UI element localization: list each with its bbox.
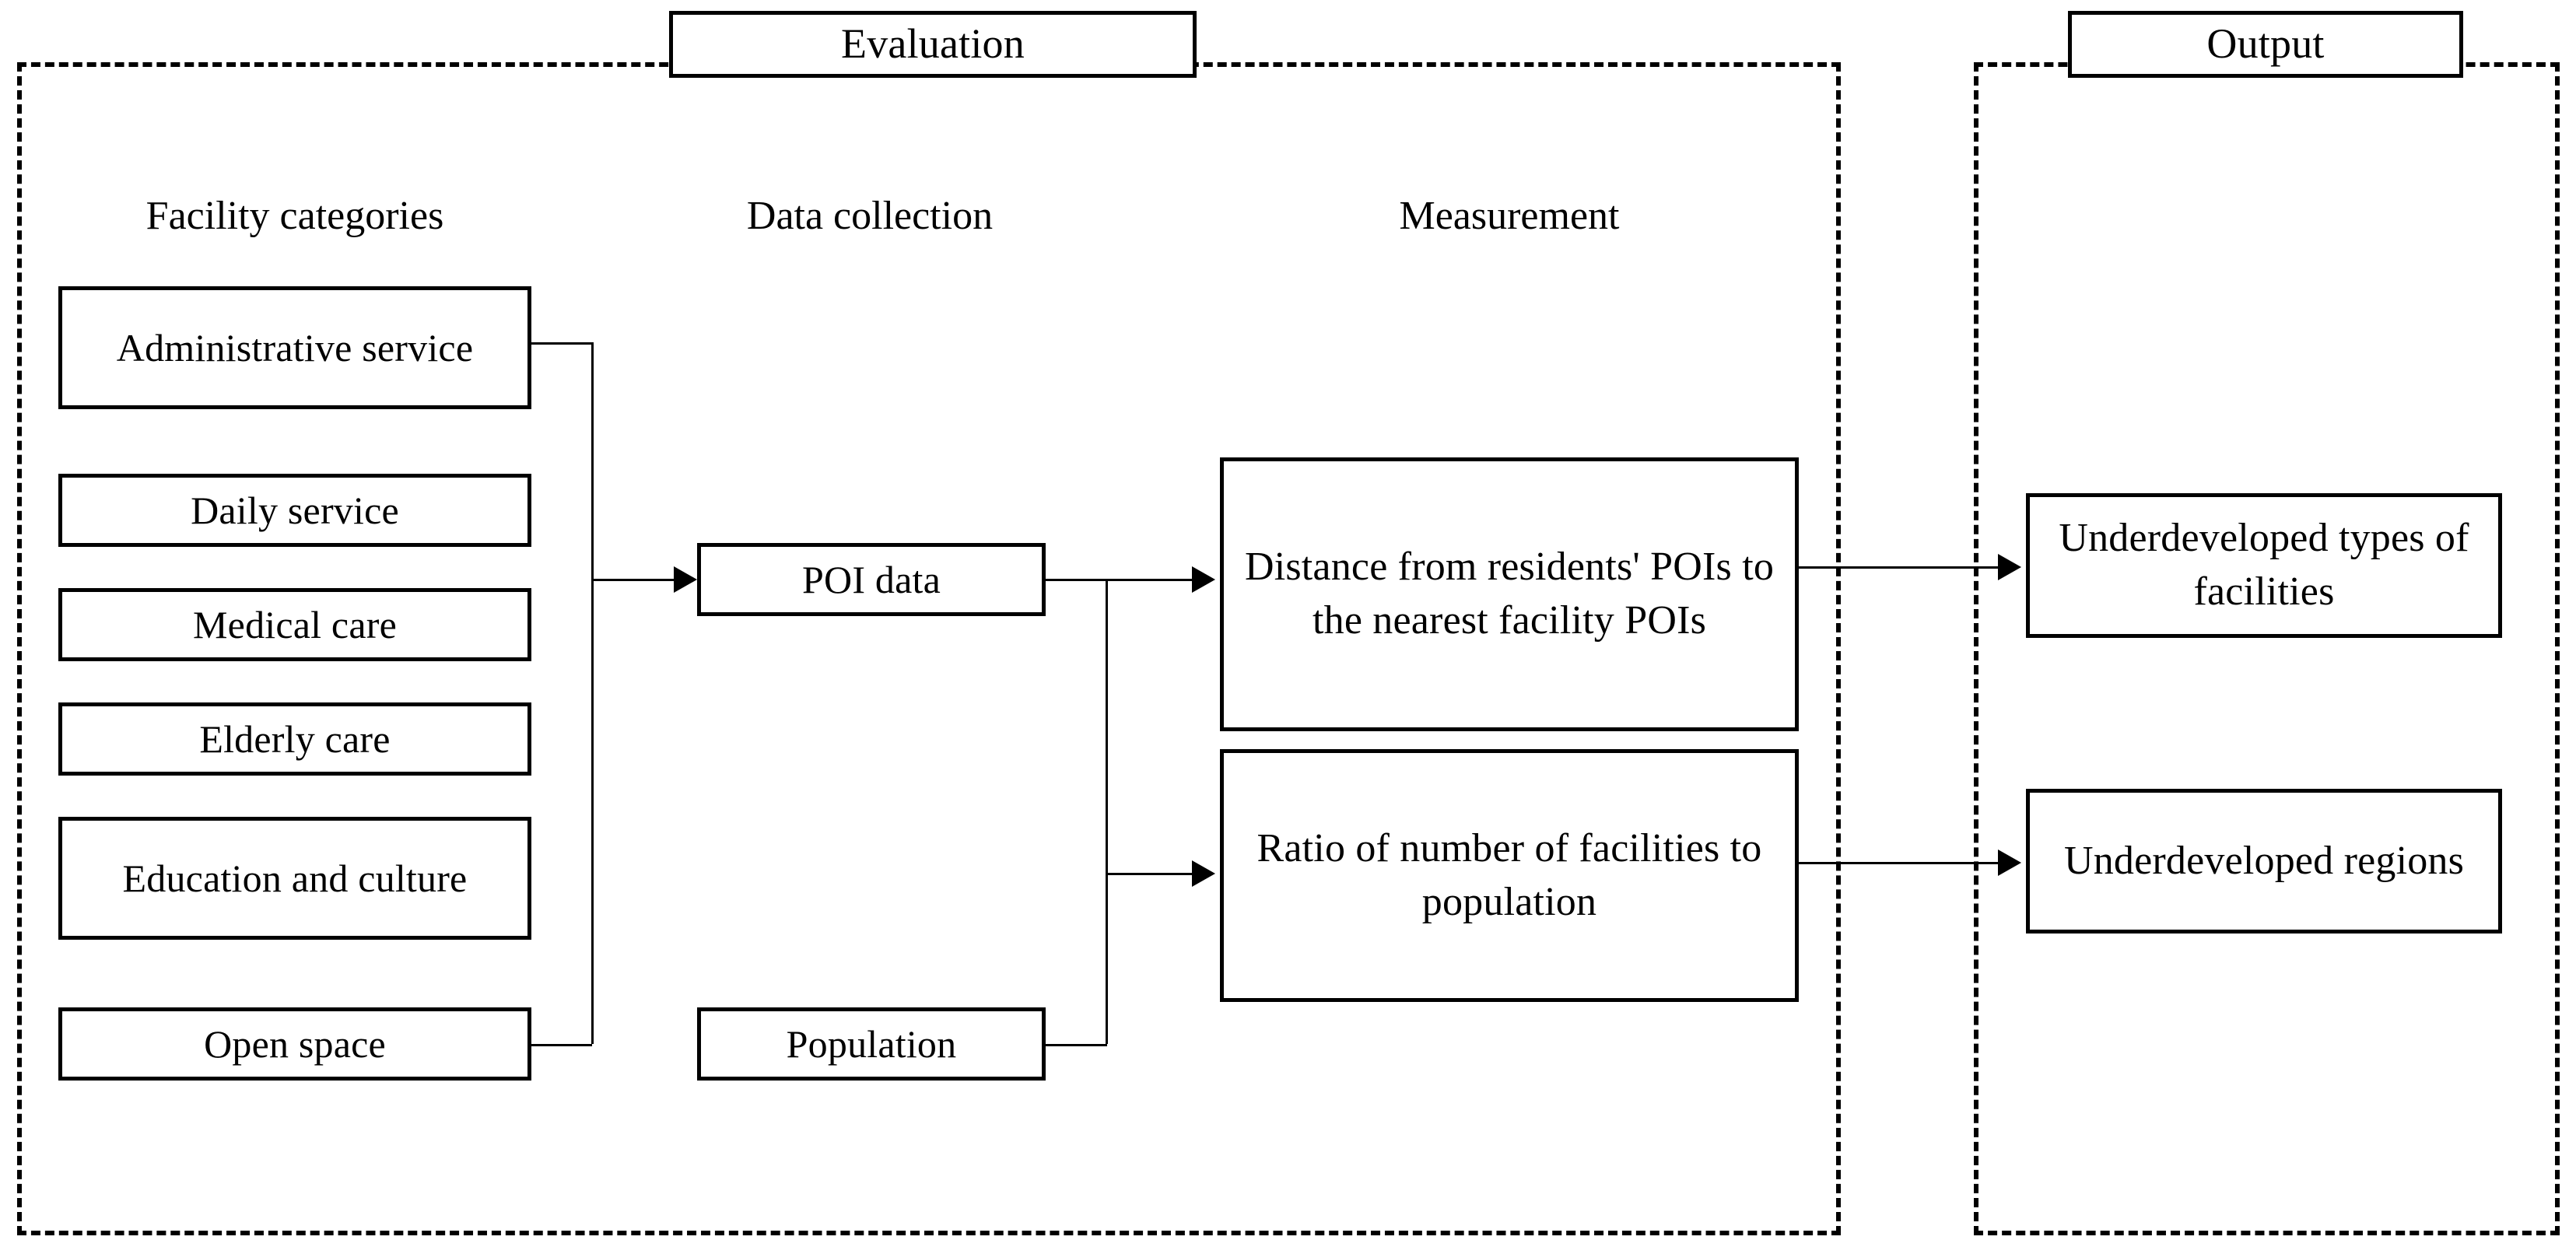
measurement-label: Ratio of number of facilities to populat…: [1256, 825, 1762, 924]
facility-box-open-space[interactable]: Open space: [58, 1007, 531, 1081]
facility-categories-caption: Facility categories: [145, 194, 444, 238]
arrowhead-to-output-types: [1998, 554, 2021, 580]
facility-box-daily-service[interactable]: Daily service: [58, 474, 531, 547]
output-title-label: Output: [2206, 20, 2325, 68]
connector-bracket-to-poi: [591, 579, 674, 581]
facility-box-elderly-care[interactable]: Elderly care: [58, 702, 531, 776]
measurement-label: Distance from residents' POIs to the nea…: [1244, 545, 1775, 643]
connector-poi-to-distance: [1046, 579, 1192, 581]
facility-box-education-and-culture[interactable]: Education and culture: [58, 817, 531, 940]
arrowhead-to-distance-box: [1192, 566, 1215, 593]
data-collection-caption: Data collection: [746, 194, 994, 238]
data-label: POI data: [802, 558, 941, 601]
connector-bracket-stub-bottom: [531, 1044, 592, 1046]
connector-distance-to-output-types: [1799, 566, 1998, 569]
output-box-underdeveloped-regions[interactable]: Underdeveloped regions: [2026, 789, 2502, 933]
evaluation-title-label: Evaluation: [841, 20, 1025, 68]
facility-label: Open space: [204, 1022, 386, 1066]
output-box-underdeveloped-types[interactable]: Underdeveloped types of facilities: [2026, 493, 2502, 638]
measurement-box-ratio[interactable]: Ratio of number of facilities to populat…: [1220, 749, 1799, 1002]
connector-population-to-spine: [1046, 1044, 1107, 1046]
data-box-poi-data[interactable]: POI data: [697, 543, 1046, 616]
facility-label: Daily service: [191, 489, 399, 532]
facility-label: Medical care: [193, 603, 397, 646]
facility-label: Education and culture: [122, 856, 468, 900]
facility-label: Administrative service: [116, 326, 474, 370]
connector-ratio-to-output-regions: [1799, 862, 1998, 864]
evaluation-title-box: Evaluation: [669, 11, 1197, 78]
arrowhead-to-output-regions: [1998, 849, 2021, 876]
connector-bracket-stub-top: [531, 342, 592, 345]
output-label: Underdeveloped regions: [2063, 838, 2465, 883]
data-box-population[interactable]: Population: [697, 1007, 1046, 1081]
facility-box-medical-care[interactable]: Medical care: [58, 588, 531, 661]
output-label: Underdeveloped types of facilities: [2059, 516, 2469, 614]
data-label: Population: [786, 1022, 957, 1066]
arrowhead-to-poi-data: [674, 566, 697, 593]
measurement-box-distance[interactable]: Distance from residents' POIs to the nea…: [1220, 457, 1799, 731]
output-group-boundary: [1974, 62, 2560, 1235]
output-title-box: Output: [2068, 11, 2463, 78]
connector-merge-spine: [1106, 579, 1108, 1044]
measurement-caption: Measurement: [1399, 194, 1620, 238]
connector-bracket-spine: [591, 342, 594, 1044]
facility-label: Elderly care: [199, 717, 391, 761]
arrowhead-to-ratio-box: [1192, 860, 1215, 887]
facility-box-administrative-service[interactable]: Administrative service: [58, 286, 531, 409]
connector-spine-to-ratio: [1106, 873, 1192, 875]
